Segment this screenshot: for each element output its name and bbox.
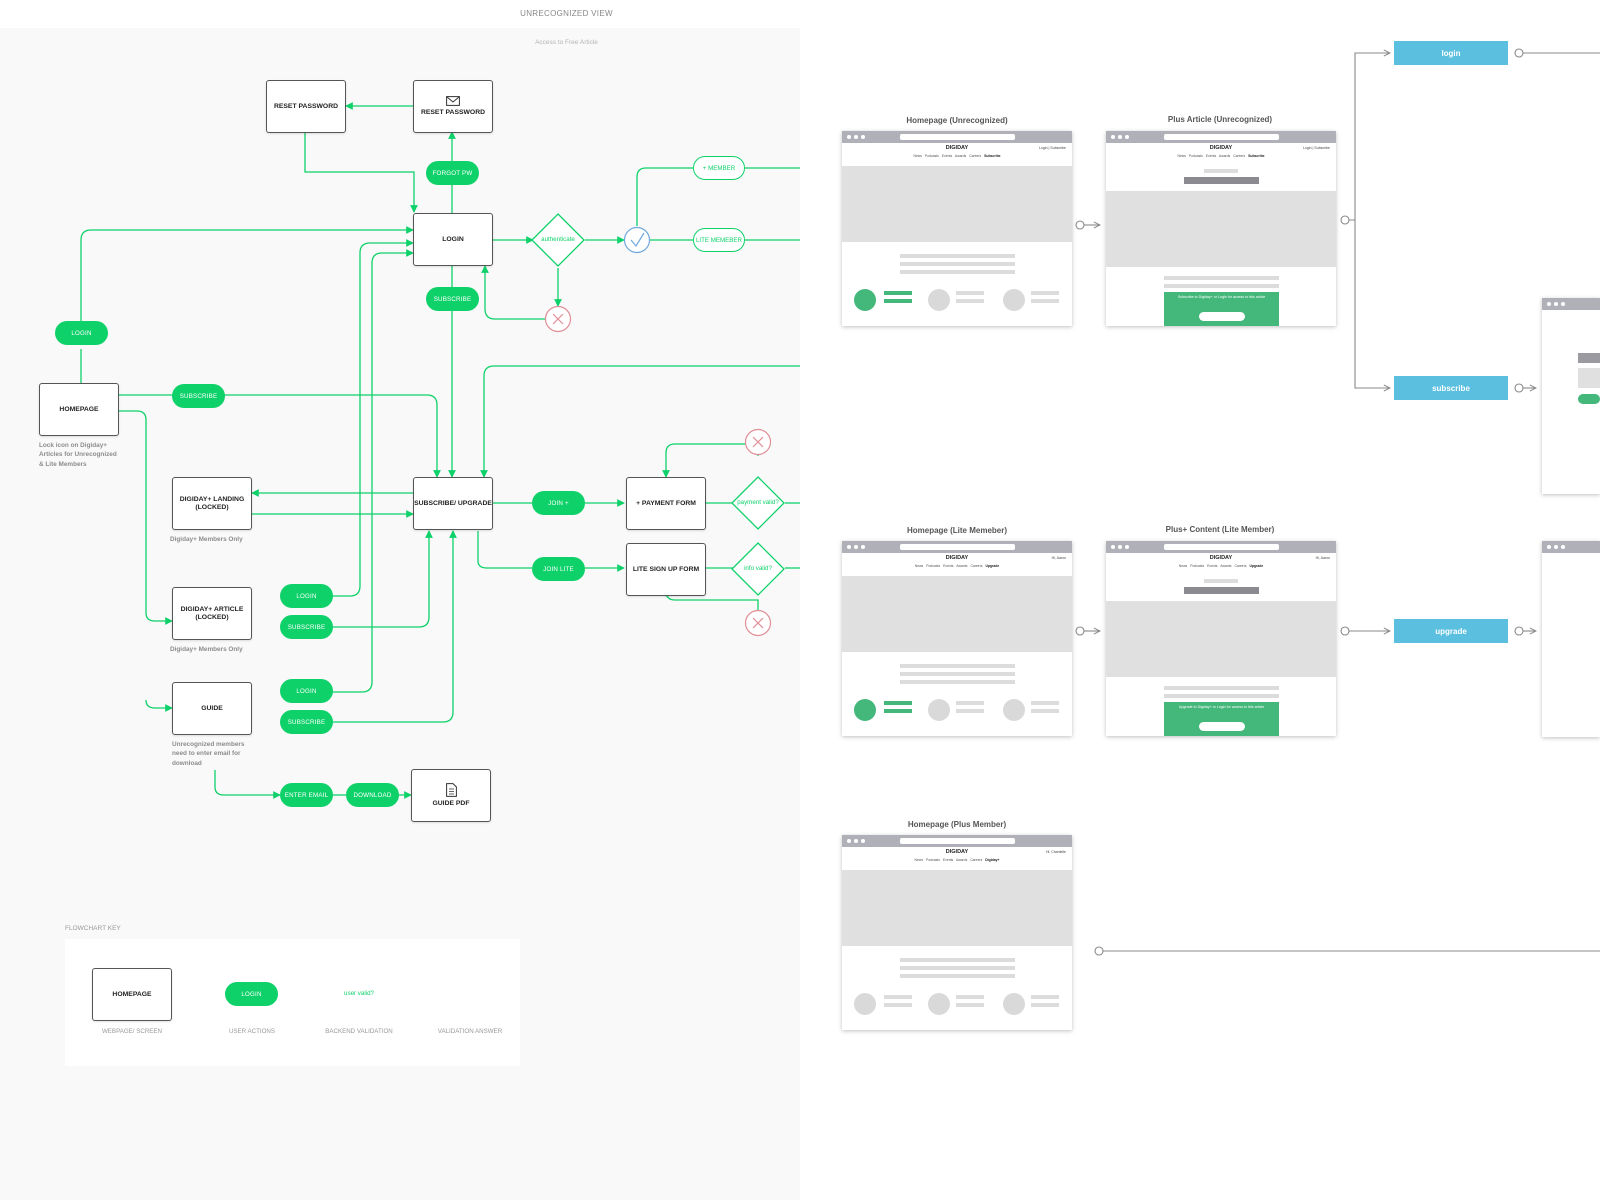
site-nav: News Podcasts Events Awards Careers Subs… [1177, 154, 1265, 158]
cta-button[interactable] [1199, 722, 1245, 731]
site-nav: News Podcasts Events Awards Careers Digi… [914, 858, 1000, 862]
wireframe-partial-subscribe [1542, 298, 1600, 494]
member-answer: + MEMBER [693, 156, 745, 180]
join-plus-pill: JOIN + [532, 491, 585, 515]
login-article-pill: LOGIN [280, 584, 333, 608]
guide-note: Unrecognized members need to enter email… [172, 741, 245, 767]
account-greeting: Hi, Aaron [1051, 556, 1066, 560]
account-links: Login | Subscribe [1303, 146, 1330, 150]
envelope-icon [446, 96, 460, 106]
forgot-pw-pill: FORGOT PW [426, 161, 479, 185]
key-user-action-pill: LOGIN [225, 982, 278, 1006]
digiday-logo: DIGIDAY [1209, 145, 1233, 151]
site-nav: News Podcasts Events Awards Careers Upgr… [914, 564, 1000, 568]
subscribe-cta-banner: Subscribe to Digiday+ or Login for acces… [1164, 292, 1279, 326]
wireframe-homepage-plus: DIGIDAY Hi, Chantelle News Podcasts Even… [842, 835, 1072, 1030]
reset-password-box: RESET PASSWORD [266, 80, 346, 133]
wireframe-homepage-lite: DIGIDAY Hi, Aaron News Podcasts Events A… [842, 541, 1072, 736]
wireframe-homepage-unrecognized: DIGIDAY Login | Subscribe News Podcasts … [842, 131, 1072, 326]
upgrade-cta-banner: Upgrade to Digiday+ or Login for access … [1164, 702, 1279, 736]
payment-form-box: + PAYMENT FORM [626, 477, 706, 530]
digiday-logo: DIGIDAY [945, 849, 969, 855]
key-validation-diamond: user valid? [344, 990, 374, 997]
authenticate-diamond: authenticate [541, 236, 575, 243]
wireframe-partial-upgrade [1542, 541, 1600, 737]
digiday-logo: DIGIDAY [1209, 555, 1233, 561]
key-caption-backend: BACKEND VALIDATION [325, 1028, 393, 1035]
subscribe-guide-pill: SUBSCRIBE [280, 710, 333, 734]
lite-signup-form-box: LITE SIGN UP FORM [626, 543, 706, 596]
lite-member-answer: LITE MEMEBER [693, 228, 745, 252]
subscribe-login-pill: SUBSCRIBE [426, 287, 479, 311]
subscribe-article-pill: SUBSCRIBE [280, 615, 333, 639]
account-greeting: Hi, Chantelle [1045, 850, 1066, 854]
label-homepage-plus: Homepage (Plus Member) [907, 820, 1007, 829]
enter-email-pill: ENTER EMAIL [280, 783, 333, 807]
account-links: Login | Subscribe [1039, 146, 1066, 150]
join-lite-pill: JOIN LITE [532, 557, 585, 581]
label-homepage-lite: Homepage (Lite Memeber) [906, 526, 1008, 535]
info-valid-diamond: info valid? [744, 565, 772, 572]
article-note: Digiday+ Members Only [170, 646, 243, 653]
site-nav: News Podcasts Events Awards Careers Subs… [913, 154, 1001, 158]
site-nav: News Podcasts Events Awards Careers Upgr… [1178, 564, 1264, 568]
flowchart-key-title: FLOWCHART KEY [65, 925, 121, 932]
subscribe-action-button[interactable]: subscribe [1394, 376, 1508, 400]
wireframe-plus-content-lite: DIGIDAY Hi, Aaron News Podcasts Events A… [1106, 541, 1336, 736]
document-icon [445, 783, 457, 797]
digiday-logo: DIGIDAY [945, 555, 969, 561]
guide-box: GUIDE [172, 682, 252, 735]
digiday-article-box: DIGIDAY+ ARTICLE (LOCKED) [172, 587, 252, 640]
subscribe-upgrade-box: SUBSCRIBE/ UPGRADE [413, 477, 493, 530]
cta-button[interactable] [1199, 312, 1245, 321]
wireframe-plus-article-unrecognized: DIGIDAY Login | Subscribe News Podcasts … [1106, 131, 1336, 326]
upgrade-action-button[interactable]: upgrade [1394, 619, 1508, 643]
key-caption-answer: VALIDATION ANSWER [437, 1028, 503, 1035]
homepage-note: Lock icon on Digiday+ Articles for Unrec… [39, 442, 117, 468]
guide-pdf-box: GUIDE PDF [411, 769, 491, 822]
subscribe-home-pill: SUBSCRIBE [172, 384, 225, 408]
login-box: LOGIN [413, 213, 493, 266]
reset-password-email-box: RESET PASSWORD [413, 80, 493, 133]
login-home-pill: LOGIN [55, 321, 108, 345]
key-caption-webpage: WEBPAGE/ SCREEN [101, 1028, 163, 1035]
account-greeting: Hi, Aaron [1315, 556, 1330, 560]
landing-note: Digiday+ Members Only [170, 536, 243, 543]
label-homepage-unrecognized: Homepage (Unrecognized) [906, 116, 1008, 125]
view-title: UNRECOGNIZED VIEW [520, 9, 613, 18]
homepage-box: HOMEPAGE [39, 383, 119, 436]
flow-subtitle: Access to Free Article [535, 39, 598, 46]
label-plus-article-unrecognized: Plus Article (Unrecognized) [1167, 115, 1273, 124]
key-caption-user-actions: USER ACTIONS [228, 1028, 276, 1035]
download-pill: DOWNLOAD [346, 783, 399, 807]
payment-valid-diamond: payment valid? [737, 499, 779, 506]
login-guide-pill: LOGIN [280, 679, 333, 703]
digiday-logo: DIGIDAY [945, 145, 969, 151]
key-webpage-box: HOMEPAGE [92, 968, 172, 1021]
login-action-button[interactable]: login [1394, 41, 1508, 65]
label-plus-content-lite: Plus+ Content (Lite Member) [1165, 525, 1275, 534]
digiday-landing-box: DIGIDAY+ LANDING (LOCKED) [172, 477, 252, 530]
